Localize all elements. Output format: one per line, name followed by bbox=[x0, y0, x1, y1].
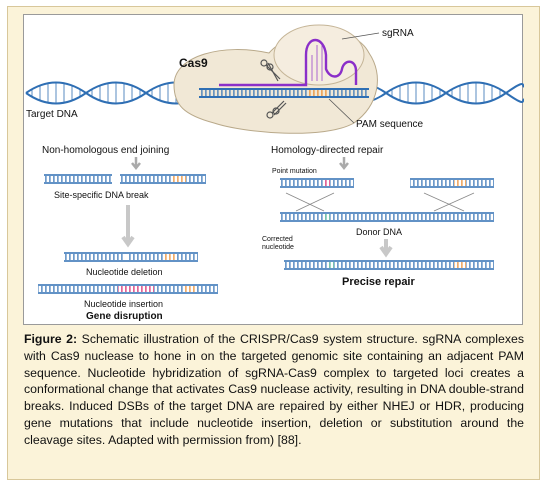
scissors-icon bbox=[266, 100, 287, 119]
arrow-icon bbox=[131, 157, 141, 171]
donor-dna-label: Donor DNA bbox=[356, 227, 402, 237]
deletion-label: Nucleotide deletion bbox=[86, 267, 163, 277]
donor-dna bbox=[280, 212, 494, 222]
diagram-canvas: Cas9 sgRNA Target DNA PAM sequence Non-h… bbox=[25, 24, 524, 322]
arrow-icon bbox=[121, 205, 135, 248]
precise-repair-label: Precise repair bbox=[342, 276, 415, 288]
nhej-label: Non-homologous end joining bbox=[42, 145, 169, 156]
arrow-icon bbox=[379, 239, 393, 258]
figure-number: Figure 2: bbox=[24, 332, 78, 346]
hdr-broken-dna bbox=[280, 178, 494, 188]
arrow-icon bbox=[339, 157, 349, 171]
cas9-label: Cas9 bbox=[179, 56, 208, 70]
insertion-dna bbox=[38, 284, 218, 294]
corrected-label-line1: Corrected bbox=[262, 236, 293, 243]
pam-sequence-label: PAM sequence bbox=[356, 119, 424, 130]
crispr-diagram: Cas9 sgRNA Target DNA PAM sequence Non-h… bbox=[23, 14, 524, 325]
point-mutation-label: Point mutation bbox=[272, 168, 317, 175]
insertion-label: Nucleotide insertion bbox=[84, 299, 163, 309]
corrected-label-line2: nucleotide bbox=[262, 244, 294, 251]
cas9-protein bbox=[173, 24, 378, 134]
caption-text: Schematic illustration of the CRISPR/Cas… bbox=[24, 332, 524, 447]
broken-dna bbox=[44, 174, 206, 184]
target-dna-label: Target DNA bbox=[26, 109, 78, 120]
dsb-label: Site-specific DNA break bbox=[54, 190, 149, 200]
figure-caption: Figure 2: Schematic illustration of the … bbox=[24, 331, 524, 449]
scissors-icon bbox=[260, 59, 281, 82]
repaired-dna bbox=[284, 260, 494, 270]
gene-disruption-label: Gene disruption bbox=[86, 311, 163, 322]
sgrna-label: sgRNA bbox=[382, 28, 414, 39]
deletion-dna bbox=[64, 252, 198, 262]
hdr-label: Homology-directed repair bbox=[271, 145, 384, 156]
sgrna-strand bbox=[219, 38, 358, 87]
crossover-lines bbox=[285, 192, 475, 212]
